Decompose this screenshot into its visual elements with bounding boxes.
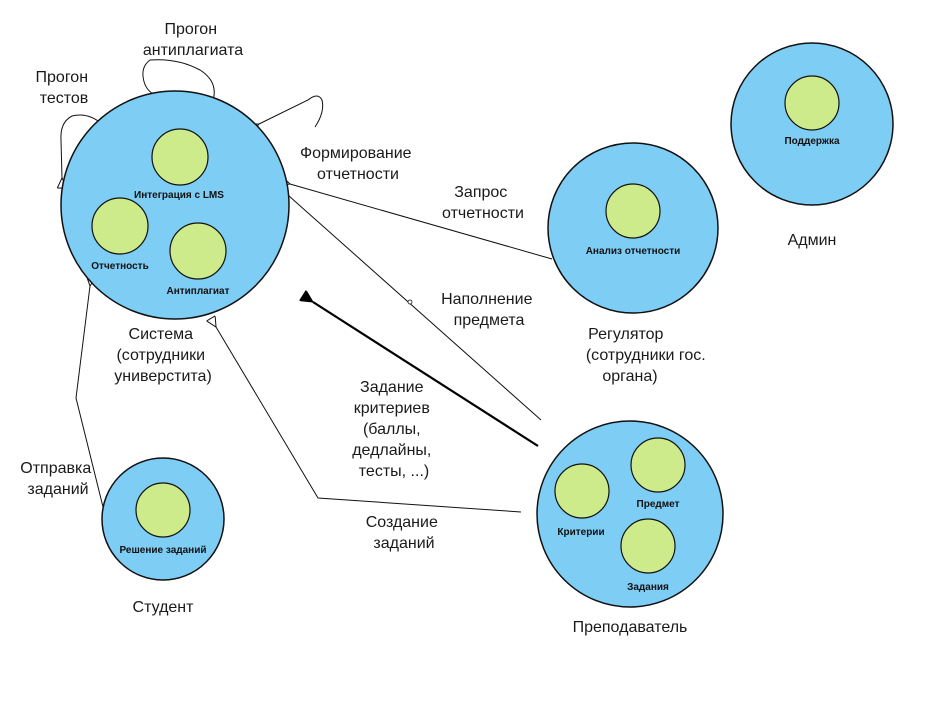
flow-request-reports-edge: [290, 184, 553, 260]
flow-label-line: отчетности: [317, 166, 399, 183]
process-report-analysis-circle: [605, 183, 661, 239]
actor-system-circle: [60, 90, 290, 320]
process-report-analysis-label: Анализ отчетности: [586, 246, 681, 257]
process-support-label: Поддержка: [784, 136, 839, 147]
flow-create-tasks-label: Создание заданий: [366, 514, 443, 552]
flow-label-line: Отправка: [20, 460, 91, 477]
process-solve-tasks-circle: [135, 482, 191, 538]
flow-submit-tasks-label: Отправка заданий: [20, 460, 95, 498]
flow-label-line: (баллы,: [363, 421, 421, 438]
process-subject-circle: [630, 437, 686, 493]
flow-label-line: заданий: [27, 481, 88, 498]
flow-run-antiplagiat-loop: [142, 59, 215, 109]
process-antiplagiat-label: Антиплагиат: [166, 286, 229, 297]
flow-label-line: тестов: [40, 90, 89, 107]
flow-label-line: Прогон: [36, 69, 89, 86]
flow-request-reports-label: Запрос отчетности: [442, 184, 524, 222]
process-criteria-circle: [554, 463, 610, 519]
process-support-circle: [784, 75, 840, 131]
process-solve-tasks-label: Решение заданий: [119, 545, 206, 556]
process-reporting-circle: [91, 197, 149, 255]
actor-student: Решение заданий: [101, 457, 225, 581]
actor-regulator-label-line: Регулятор: [588, 326, 663, 343]
flow-label-line: Запрос: [454, 184, 507, 201]
flow-set-criteria-edge: [313, 302, 539, 447]
process-reporting-label: Отчетность: [91, 261, 148, 272]
actor-system-label-line: универстита): [114, 368, 212, 385]
flow-fill-subject-edge: [289, 196, 542, 421]
actor-system-label-line: Система: [129, 326, 194, 343]
flow-label-line: Создание: [366, 514, 438, 531]
process-lms-integration-circle: [151, 128, 209, 186]
flow-label-line: отчетности: [442, 205, 524, 222]
flow-label-line: заданий: [373, 535, 434, 552]
flow-label-line: критериев: [354, 400, 430, 417]
flow-label-line: тесты, ...): [359, 463, 429, 480]
actor-teacher: Критерии Предмет Задания: [536, 420, 724, 608]
flow-submit-tasks-edge: [75, 286, 105, 512]
flow-label-line: Наполнение: [441, 291, 533, 308]
process-tasks-circle: [620, 518, 676, 574]
flow-label-line: Формирование: [300, 145, 412, 162]
flow-set-criteria-label: Задание критериев (баллы, дедлайны, тест…: [352, 379, 436, 480]
flow-label-line: дедлайны,: [352, 442, 431, 459]
process-criteria-label: Критерии: [557, 527, 604, 538]
flow-run-tests-label: Прогон тестов: [36, 69, 93, 107]
actor-system-label: Система (сотрудники универстита): [114, 326, 212, 385]
flow-create-tasks-edge: [216, 327, 522, 513]
process-antiplagiat-circle: [169, 222, 227, 280]
flow-label-line: Задание: [360, 379, 424, 396]
process-lms-integration-label: Интеграция с LMS: [134, 190, 224, 201]
edge-waypoint: [407, 299, 413, 305]
flow-form-reports-loop: [259, 95, 324, 127]
process-tasks-label: Задания: [627, 582, 669, 593]
flow-label-line: антиплагиата: [143, 42, 243, 59]
process-subject-label: Предмет: [637, 499, 680, 510]
actor-student-label: Студент: [133, 599, 195, 616]
actor-system: Интеграция с LMS Отчетность Антиплагиат: [60, 90, 290, 320]
flow-fill-subject-label: Наполнение предмета: [441, 291, 537, 329]
actor-admin: Поддержка: [730, 42, 894, 206]
flow-run-tests-loop: [61, 114, 103, 178]
flow-label-line: предмета: [454, 312, 525, 329]
actor-admin-label: Админ: [788, 232, 837, 249]
actor-regulator-label-line: (сотрудники гос.: [586, 347, 706, 364]
actor-system-label-line: (сотрудники: [116, 347, 205, 364]
actor-regulator: Анализ отчетности: [547, 142, 719, 314]
flow-run-antiplagiat-label: Прогон антиплагиата: [143, 21, 243, 59]
actor-regulator-label: Регулятор (сотрудники гос. органа): [586, 326, 710, 385]
actor-teacher-circle: [536, 420, 724, 608]
actor-regulator-label-line: органа): [602, 368, 657, 385]
flow-form-reports-label: Формирование отчетности: [300, 145, 416, 183]
flow-label-line: Прогон: [165, 21, 218, 38]
actor-teacher-label: Преподаватель: [573, 619, 688, 636]
